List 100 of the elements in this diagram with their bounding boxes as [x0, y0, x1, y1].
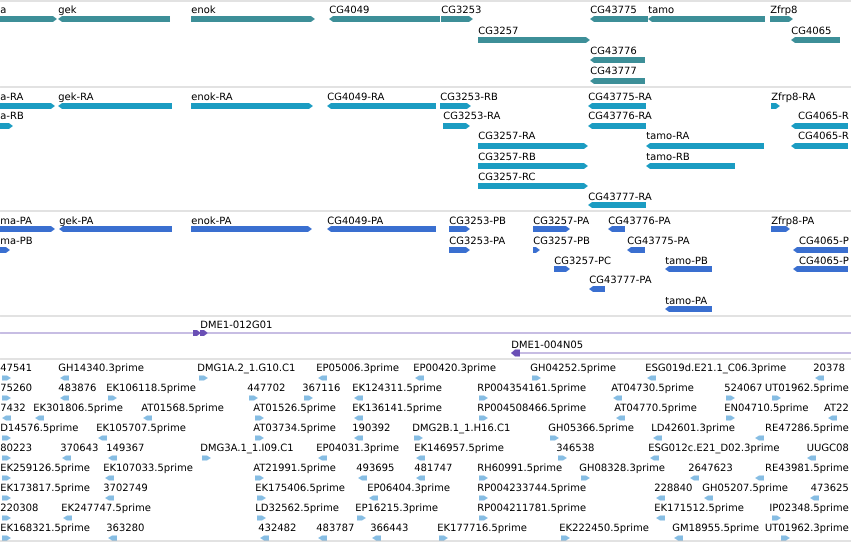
track-label: CG43777-PA: [590, 276, 652, 284]
track-label: ESG012c.E21_D02.3prime: [649, 443, 779, 454]
track-label: EK177716.5prime: [438, 523, 526, 534]
track-label: 20378: [814, 364, 844, 372]
track-label: 483787: [316, 524, 354, 532]
track-label: 481747: [414, 464, 452, 472]
track-label: Zfrp8: [770, 5, 797, 16]
track-label: IP02348.5prime: [770, 503, 848, 514]
track-label: Zfrp8-RA: [772, 92, 816, 102]
track-label: ESG019d.E21.1_C06.3prime: [646, 363, 786, 374]
track-label: LD42601.3prime: [652, 423, 734, 434]
track-label: EK173817.5prime: [1, 483, 90, 494]
track-label: CG4049-RA: [328, 92, 384, 100]
track-label: EK259126.5prime: [1, 463, 90, 474]
track-label: EK168321.5prime: [1, 523, 90, 534]
track-label: gek-RA: [58, 92, 94, 102]
track-label: CG43776-PA: [608, 216, 670, 224]
track-label: CG3257: [478, 26, 518, 34]
track-label: CG43777-RA: [588, 192, 652, 200]
track-label: CG43775: [590, 6, 636, 14]
track-label: a-RB: [0, 112, 24, 120]
track-label: EK175406.5prime: [256, 483, 344, 494]
track-label: EK107033.5prime: [104, 463, 192, 474]
track-label: enok: [192, 5, 216, 14]
track-label: EK146957.5prime: [415, 443, 504, 454]
track-label: CG43776-RA: [588, 112, 652, 120]
track-label: 483876: [58, 384, 96, 392]
track-label: 220308: [0, 504, 38, 512]
track-label: CG3253-PB: [450, 216, 506, 224]
track-label: 190392: [353, 424, 390, 432]
track-label: EK222450.5prime: [560, 523, 648, 534]
track-label: AT21991.5prime: [253, 463, 336, 474]
track-label: LD32562.5prime: [256, 503, 338, 514]
track-label: UT01962.5prime: [766, 383, 848, 394]
track-label: 366443: [370, 524, 408, 532]
track-label: 2647623: [688, 464, 732, 472]
track-label: EK171512.5prime: [655, 503, 744, 514]
track-label: RE47286.5prime: [766, 423, 848, 434]
track-label: CG4065-R: [798, 112, 848, 120]
track-label: 363280: [106, 524, 144, 532]
track-label: CG43775-RA: [588, 92, 652, 100]
track-label: enok-PA: [192, 216, 232, 224]
track-label: RP004233744.5prime: [478, 483, 586, 494]
track-label: 228840: [654, 484, 692, 492]
track-label: tamo-PB: [665, 256, 708, 264]
track-label: CG3257-RC: [478, 172, 535, 180]
track-label: EP05006.3prime: [317, 363, 398, 374]
track-label: EK124311.5prime: [353, 383, 442, 394]
track-label: GH04252.5prime: [530, 363, 616, 374]
track-label: Zfrp8-PA: [772, 216, 814, 226]
track-label: RH60991.5prime: [478, 463, 562, 474]
track-label: EP06404.3prime: [368, 483, 450, 494]
track-label: EK301806.5prime: [34, 403, 122, 414]
track-label: 524067: [724, 384, 762, 392]
track-label: EK105707.5prime: [97, 423, 186, 434]
track-label: a-RA: [0, 92, 24, 100]
track-label: RP004354161.5prime: [478, 383, 586, 394]
track-label: RP004211781.5prime: [478, 503, 586, 514]
track-label: DME1-004N05: [512, 340, 582, 348]
track-label: AT01526.5prime: [253, 403, 336, 414]
track-label: GH14340.3prime: [58, 363, 144, 374]
track-label: CG3253-PA: [450, 236, 506, 244]
track-label: CG3257-RA: [478, 132, 536, 140]
track-label: 3702749: [104, 484, 148, 492]
track-label: 80223: [0, 444, 32, 452]
track-label: UT01962.3prime: [766, 523, 848, 534]
track-label: AT22: [824, 404, 848, 411]
track-label: CG3253: [442, 6, 481, 14]
track-label: 7432: [1, 404, 25, 412]
track-label: RP004508466.5prime: [478, 403, 586, 414]
track-label: ma-PB: [1, 236, 32, 244]
track-label: UUGC08: [808, 444, 848, 452]
track-label: ma-PA: [1, 216, 32, 224]
track-label: DMG2B.1_1.H16.C1: [413, 424, 510, 434]
track-label: CG3257-RB: [478, 152, 536, 160]
track-label: DME1-012G01: [201, 320, 272, 328]
track-label: 149367: [107, 444, 144, 452]
track-label: 432482: [258, 524, 296, 532]
track-label: EP16215.3prime: [356, 503, 438, 514]
track-label: CG3257-PA: [534, 216, 590, 224]
track-label: EK136141.5prime: [353, 403, 442, 414]
track-label: 75260: [1, 384, 32, 392]
track-label: tamo: [648, 6, 674, 14]
track-label: CG43775-PA: [628, 236, 690, 244]
track-label: GH05207.5prime: [702, 483, 788, 494]
track-label: 367116: [302, 384, 340, 392]
track-label: 370643: [60, 444, 98, 452]
track-label: EP04031.3prime: [317, 443, 398, 454]
track-label: AT04730.5prime: [611, 383, 694, 394]
track-label: tamo-PA: [665, 296, 708, 304]
track-label: DMG1A.2_1.G10.C1: [198, 364, 294, 374]
track-label: GH05366.5prime: [548, 423, 634, 434]
track-label: 493695: [356, 464, 394, 472]
track-label: CG4065-P: [800, 236, 848, 244]
track-label: CG43777: [590, 66, 636, 74]
track-label: CG4049-PA: [328, 216, 384, 224]
track-label: CG4049: [330, 6, 369, 14]
track-label: AT04770.5prime: [614, 403, 696, 414]
track-label: tamo-RB: [646, 152, 690, 160]
track-label: CG3257-PC: [554, 256, 610, 264]
